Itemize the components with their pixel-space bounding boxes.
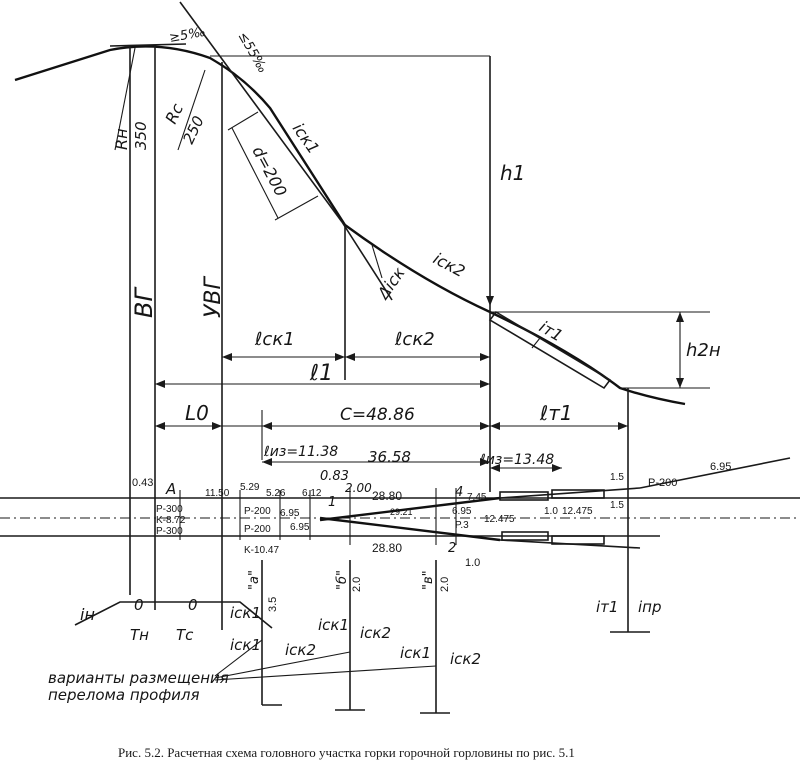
b-isk1d-label: iск1	[400, 644, 431, 662]
isk1-label: iск1	[289, 119, 324, 157]
v526-label: 5.26	[266, 488, 286, 499]
lsk2-label: ℓск2	[394, 329, 435, 350]
p300a-label: P-300	[156, 504, 183, 515]
ipr-label: iпр	[638, 598, 662, 616]
zero1-label: 0	[134, 596, 144, 614]
b-isk1a-label: iск1	[230, 604, 261, 622]
v745-label: 7.45	[467, 492, 487, 503]
v695a-label: 6.95	[280, 508, 300, 519]
zero2-label: 0	[188, 596, 198, 614]
v2921-label: 29.21	[390, 507, 413, 517]
v12475b-label: 12.475	[562, 506, 593, 517]
it1-label: iт1	[536, 317, 566, 345]
v200-label: 2.00	[345, 481, 372, 495]
switch-v-label: "в"	[421, 570, 436, 590]
switch-a-label: "a"	[247, 570, 262, 590]
v4-label: 4	[455, 485, 463, 500]
grade-55-label: ≤55‰	[235, 30, 270, 76]
bottom-strip	[74, 560, 650, 714]
v2-label: 2	[448, 541, 456, 556]
vg-label: ВГ	[130, 287, 158, 318]
tn-label: Тн	[130, 626, 149, 644]
v15b-label: 1.5	[610, 500, 624, 511]
lsk1-label: ℓск1	[254, 329, 295, 350]
v083-label: 0.83	[320, 469, 349, 484]
rc-label: Rc	[161, 100, 187, 126]
v529-label: 5.29	[240, 482, 260, 493]
p300b-label: P-300	[156, 526, 183, 537]
b-isk2a-label: iск2	[285, 641, 316, 659]
b-isk2c-label: iск2	[450, 650, 481, 668]
v12475a-label: 12.475	[484, 514, 515, 525]
v1-label: 1	[328, 495, 336, 510]
p200b-label: P-200	[244, 524, 271, 535]
grade-5-label: ≥5‰	[168, 25, 207, 46]
track-layout	[0, 457, 800, 549]
delta-isk-label: Δiск	[373, 263, 409, 304]
h1-label: h1	[500, 161, 525, 185]
k1047-label: K-10.47	[244, 545, 279, 556]
v695r-label: 6.95	[710, 461, 731, 473]
v3658-label: 36.58	[368, 448, 411, 466]
v2880a-label: 28.80	[372, 489, 402, 503]
uvg-label: УВГ	[201, 276, 226, 318]
v043-label: 0.43	[132, 477, 153, 489]
v10b-label: 1.0	[465, 557, 480, 569]
a-label: A	[165, 480, 176, 498]
c-label: C=48.86	[340, 405, 415, 425]
v612-label: 6.12	[302, 488, 322, 499]
tc-label: Тс	[176, 626, 194, 644]
dimension-lines	[114, 47, 628, 472]
v695c-label: 6.95	[452, 506, 472, 517]
v20b-label: 2.0	[439, 577, 451, 592]
v35-label: 3.5	[267, 597, 279, 612]
vertical-lines	[129, 46, 629, 632]
rn-value: 350	[132, 121, 150, 150]
height-leaders	[210, 55, 710, 389]
v10a-label: 1.0	[544, 506, 558, 517]
in-label: iн	[80, 605, 95, 624]
b-isk1c-label: iск1	[318, 616, 349, 634]
p3-label: P.3	[455, 520, 469, 531]
figure-caption: Рис. 5.2. Расчетная схема головного учас…	[118, 745, 575, 760]
it1b-label: iт1	[596, 598, 618, 616]
liz-a-label: ℓиз=11.38	[263, 444, 338, 460]
variants-line2: перелома профиля	[48, 686, 200, 704]
l1-label: ℓ1	[309, 361, 333, 386]
liz-b-label: ℓиз=13.48	[479, 452, 554, 468]
rc-value: 250	[179, 113, 207, 147]
b-isk1b-label: iск1	[230, 636, 261, 654]
v2880b-label: 28.80	[372, 541, 402, 555]
p200a-label: P-200	[244, 506, 271, 517]
k872-label: K-8.72	[156, 515, 186, 526]
profile-lines	[14, 1, 686, 406]
v1150-label: 11.50	[205, 488, 230, 499]
lt1-label: ℓт1	[539, 401, 573, 425]
p200r-label: P-200	[648, 477, 677, 489]
b-isk2b-label: iск2	[360, 624, 391, 642]
isk2-label: iск2	[430, 249, 468, 281]
text-labels: ≥5‰ ≤55‰ Rн 350 Rc 250 iск1 d=200 h1 iск…	[48, 25, 731, 760]
switch-b-label: "б"	[335, 570, 350, 590]
l0-label: L0	[185, 401, 209, 425]
v695b-label: 6.95	[290, 522, 310, 533]
v15a-label: 1.5	[610, 472, 624, 483]
variants-line1: варианты размещения	[48, 669, 229, 687]
h2n-label: h2н	[686, 340, 721, 361]
v20a-label: 2.0	[351, 577, 363, 592]
rn-label: Rн	[112, 128, 131, 150]
d200-label: d=200	[248, 143, 290, 200]
